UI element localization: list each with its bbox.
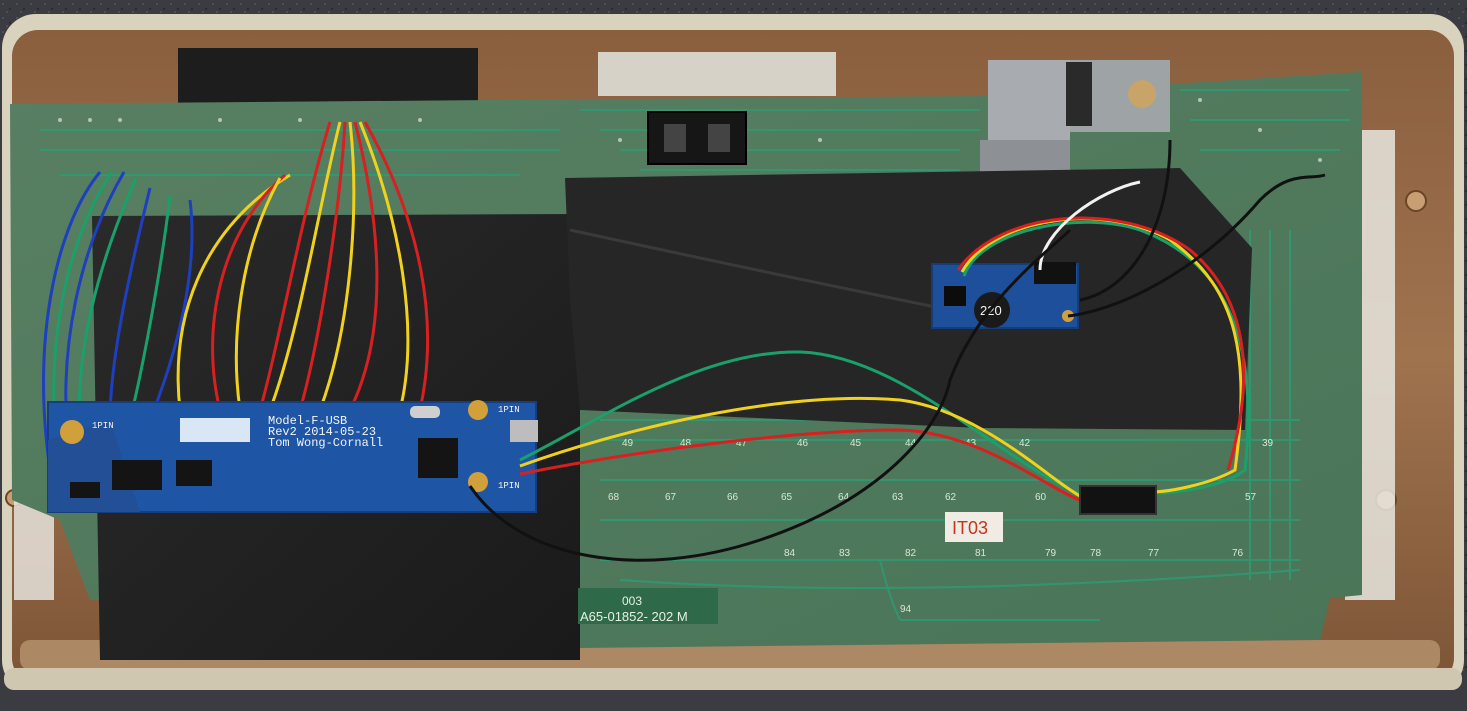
key-number-57: 57 <box>1245 492 1257 503</box>
controller-label-line2: Rev2 2014-05-23 <box>268 425 376 439</box>
inline-wire-connector <box>1079 485 1157 515</box>
pcb-tag: IT03 <box>945 512 1003 542</box>
key-number-81: 81 <box>975 548 987 559</box>
key-number-44: 44 <box>905 438 917 449</box>
key-number-45: 45 <box>850 438 862 449</box>
key-number-82: 82 <box>905 548 917 559</box>
key-number-77: 77 <box>1148 548 1160 559</box>
key-number-65: 65 <box>781 492 793 503</box>
key-number-83: 83 <box>839 548 851 559</box>
top-foam-strip <box>178 48 478 104</box>
key-number-62: 62 <box>945 492 957 503</box>
key-number-63: 63 <box>892 492 904 503</box>
key-number-42: 42 <box>1019 438 1031 449</box>
key-number-64: 64 <box>838 492 850 503</box>
pcb-connector-socket <box>647 111 747 165</box>
controller-usb-wires <box>468 228 1081 562</box>
part-number-label: 003 A65-01852- 202 M <box>578 588 718 624</box>
controller-label-line1: Model-F-USB <box>268 414 347 428</box>
controller-label-line3: Tom Wong-Cornall <box>268 436 383 450</box>
controller-board: Model-F-USB Rev2 2014-05-23 Tom Wong-Cor… <box>47 400 538 513</box>
part-number-top: 003 <box>622 594 642 608</box>
key-number-66: 66 <box>727 492 739 503</box>
key-number-49: 49 <box>622 438 634 449</box>
regulator-module: 220 <box>931 262 1079 329</box>
key-number-48: 48 <box>680 438 692 449</box>
key-number-47: 47 <box>736 438 748 449</box>
key-number-78: 78 <box>1090 548 1102 559</box>
key-number-67: 67 <box>665 492 677 503</box>
pcb-tag-label: IT03 <box>952 518 988 538</box>
pin-label-top-right: 1PIN <box>498 405 520 415</box>
key-number-39: 39 <box>1262 438 1274 449</box>
key-number-60: 60 <box>1035 492 1047 503</box>
power-wires <box>956 139 1326 496</box>
key-number-79: 79 <box>1045 548 1057 559</box>
yellow-red-wires <box>176 121 430 411</box>
key-number-84: 84 <box>784 548 796 559</box>
key-number-46: 46 <box>797 438 809 449</box>
pin-label-bottom-right: 1PIN <box>498 481 520 491</box>
key-number-68: 68 <box>608 492 620 503</box>
mcu-chip <box>418 438 458 478</box>
part-number-bottom: A65-01852- 202 M <box>580 609 688 624</box>
right-foam-sheet <box>565 168 1252 430</box>
pin-label-left: 1PIN <box>92 421 114 431</box>
key-number-76: 76 <box>1232 548 1244 559</box>
key-number-94: 94 <box>900 604 912 615</box>
